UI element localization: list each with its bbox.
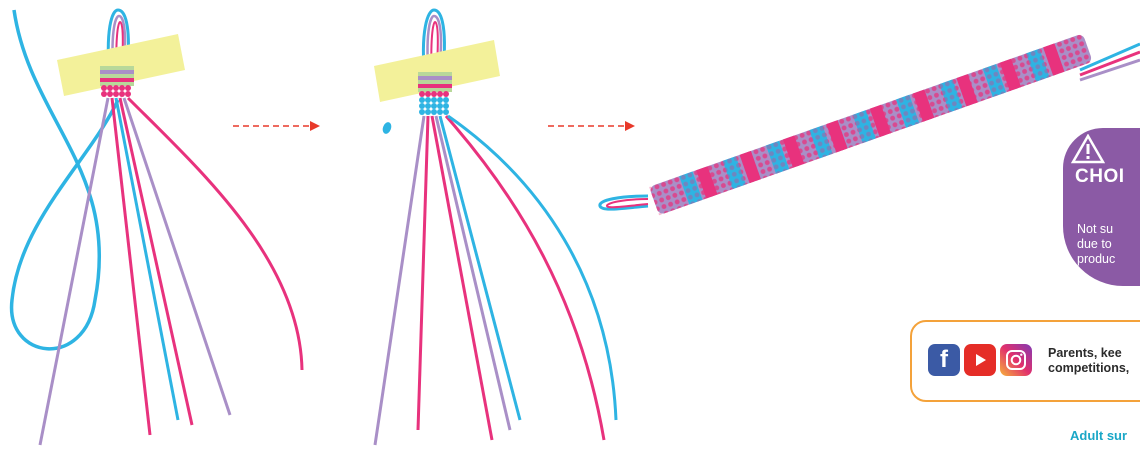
- youtube-icon[interactable]: [964, 344, 996, 376]
- adult-supervision-text: Adult sur: [1070, 428, 1127, 443]
- step1-illustration: [12, 10, 302, 445]
- social-line-1: Parents, kee: [1048, 346, 1129, 361]
- social-media-panel: f Parents, kee competitions,: [910, 320, 1140, 402]
- social-line-2: competitions,: [1048, 361, 1129, 376]
- arrow-right-icon: [233, 121, 320, 131]
- finished-bracelet-illustration: [600, 33, 1140, 215]
- warning-title: CHOI: [1075, 166, 1125, 188]
- arrow-right-icon: [548, 121, 635, 131]
- social-text: Parents, kee competitions,: [1048, 346, 1129, 376]
- step2-illustration: [374, 10, 616, 445]
- social-icons: f: [928, 344, 1032, 376]
- warning-triangle-icon: [1071, 134, 1105, 164]
- warning-line-3: produc: [1077, 252, 1115, 267]
- facebook-icon[interactable]: f: [928, 344, 960, 376]
- choking-warning-panel: CHOI Not su due to produc: [1063, 128, 1140, 286]
- instagram-icon[interactable]: [1000, 344, 1032, 376]
- warning-line-2: due to: [1077, 237, 1115, 252]
- warning-line-1: Not su: [1077, 222, 1115, 237]
- warning-text: Not su due to produc: [1077, 222, 1115, 267]
